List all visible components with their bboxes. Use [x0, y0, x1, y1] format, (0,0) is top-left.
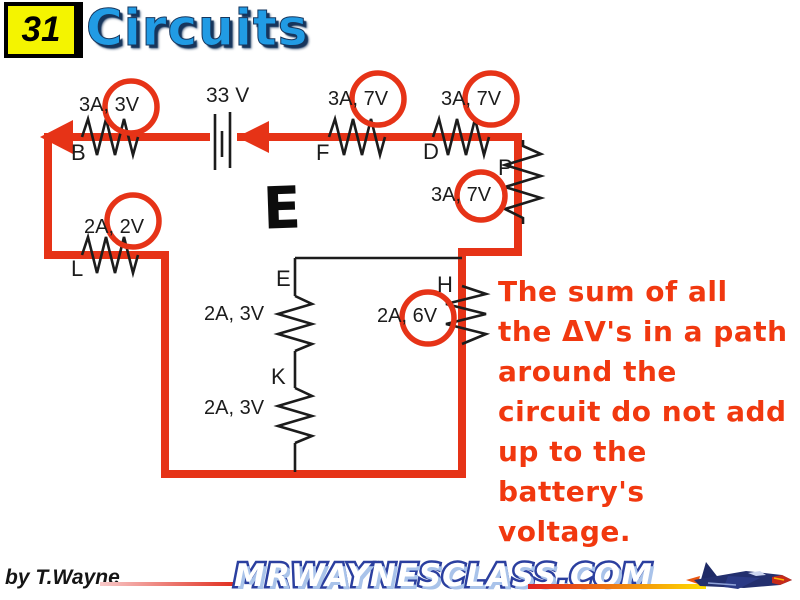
battery-icon — [213, 112, 232, 170]
battery-voltage-label: 33 V — [206, 84, 250, 107]
note-line: up to the — [498, 435, 647, 468]
resistor-h-icon — [445, 284, 491, 346]
circle-h-voltage — [399, 289, 457, 347]
circuit-diagram — [40, 70, 546, 478]
resistor-b-letter: B — [71, 140, 86, 165]
resistor-k-letter: K — [271, 364, 286, 389]
circle-b-voltage — [102, 78, 160, 136]
current-arrow-left-icon — [40, 120, 73, 154]
note-line: battery's — [498, 475, 645, 508]
resistor-d-values-label: 3A, 7V — [441, 88, 502, 110]
note-line: around the — [498, 355, 677, 388]
resistor-f-letter: F — [316, 140, 330, 165]
circle-p-voltage — [454, 169, 508, 223]
resistor-f-icon — [327, 114, 387, 161]
resistor-d-letter: D — [423, 139, 439, 164]
wire-loop — [44, 133, 522, 478]
slide-number-box: 31 — [4, 2, 83, 58]
note-line: voltage. — [498, 515, 632, 548]
resistor-b-icon — [80, 114, 140, 161]
resistor-h-values-label: 2A, 6V — [377, 305, 438, 327]
note-line: circuit do not add — [498, 395, 787, 428]
resistor-p-icon — [500, 140, 546, 224]
highlight-circles — [102, 70, 520, 347]
circle-l-voltage — [104, 192, 162, 250]
footer-divider-right — [528, 584, 706, 589]
resistor-d-icon — [431, 114, 491, 161]
note-text: The sum of all the ΔV's in a path around… — [498, 272, 798, 552]
jet-logo-icon — [686, 562, 792, 589]
note-line: the ΔV's in a path — [498, 315, 788, 348]
resistor-p-values-label: 3A, 7V — [431, 184, 492, 206]
resistor-e-values-label: 2A, 3V — [204, 303, 265, 325]
resistor-e-icon — [273, 294, 317, 353]
resistor-l-letter: L — [71, 256, 84, 281]
note-line: The sum of all — [498, 275, 728, 308]
circle-d-voltage — [462, 70, 520, 128]
middle-branch — [273, 256, 491, 472]
resistor-k-values-label: 2A, 3V — [204, 397, 265, 419]
resistor-f-values-label: 3A, 7V — [328, 88, 389, 110]
resistor-e-letter: E — [276, 266, 291, 291]
website-text: MRWAYNESCLASS.COM — [232, 556, 655, 597]
author-credit: by T.Wayne — [5, 566, 120, 589]
resistor-p-letter: P — [498, 155, 513, 180]
circle-f-voltage — [349, 70, 407, 128]
resistor-k-icon — [273, 386, 317, 445]
resistor-l-icon — [80, 232, 140, 279]
resistor-l-values-label: 2A, 2V — [84, 216, 145, 238]
footer-divider-left — [100, 582, 240, 586]
current-arrow-battery-icon — [237, 121, 269, 153]
resistor-h-letter: H — [437, 272, 453, 297]
slide-number: 31 — [21, 10, 61, 49]
slide-title: Circuits — [86, 0, 309, 58]
grade-letter-e: E — [261, 173, 302, 243]
resistor-b-values-label: 3A, 3V — [79, 94, 140, 116]
